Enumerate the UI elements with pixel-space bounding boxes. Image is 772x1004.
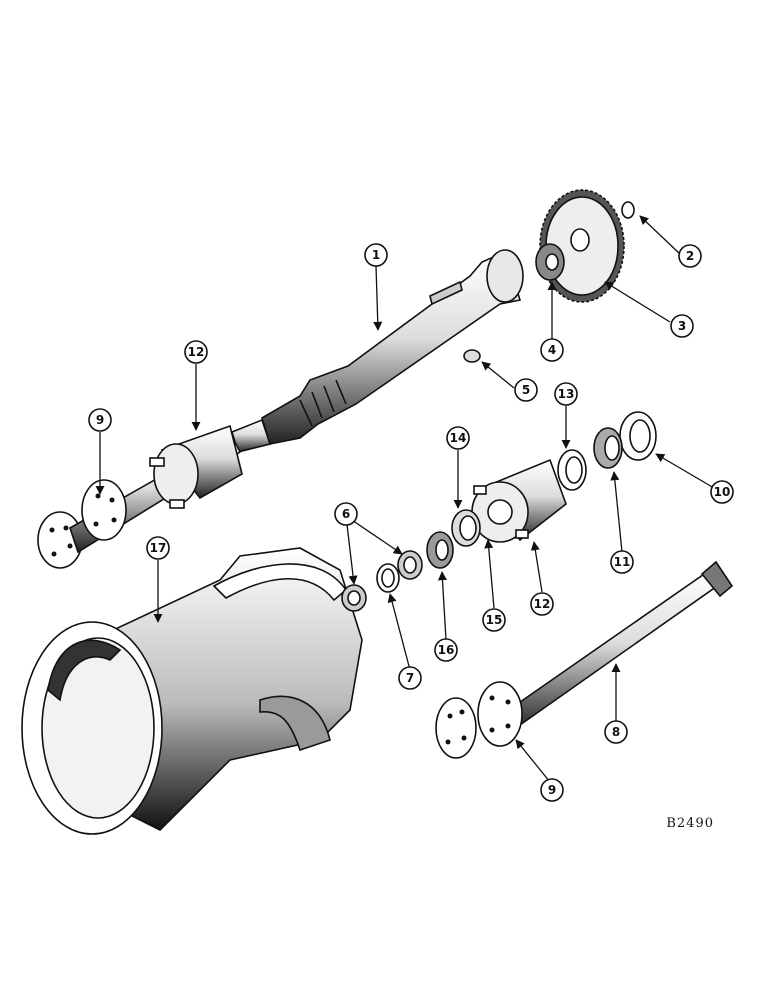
right-hub [471, 458, 567, 543]
axle-shaft [435, 560, 734, 759]
callout-11: 11 [610, 550, 634, 574]
callout-9b: 9 [540, 778, 564, 802]
leader-lines [95, 215, 715, 783]
svg-text:1: 1 [372, 248, 380, 262]
svg-text:4: 4 [548, 343, 556, 357]
svg-text:17: 17 [150, 541, 167, 555]
callout-13: 13 [554, 382, 578, 406]
leader-2 [639, 215, 681, 255]
leader-10 [655, 453, 715, 489]
plug-5 [463, 349, 481, 363]
bearing-cup-14 [451, 509, 481, 547]
leader-5 [481, 361, 515, 389]
svg-text:9: 9 [548, 783, 556, 797]
leader-3 [604, 281, 671, 323]
svg-text:8: 8 [612, 725, 620, 739]
callout-17: 17 [146, 536, 170, 560]
callout-12a: 12 [184, 340, 208, 364]
callout-14: 14 [446, 426, 470, 450]
svg-text:13: 13 [558, 387, 575, 401]
seal-13 [557, 449, 587, 491]
leader-6b [345, 515, 403, 555]
svg-text:7: 7 [406, 671, 414, 685]
callout-12b: 12 [530, 592, 554, 616]
leader-15 [484, 539, 495, 609]
svg-text:9: 9 [96, 413, 104, 427]
leader-11 [610, 471, 623, 553]
svg-text:16: 16 [438, 643, 455, 657]
bearing-4 [535, 243, 565, 281]
svg-text:14: 14 [450, 431, 467, 445]
svg-text:15: 15 [486, 613, 503, 627]
leader-6a [345, 515, 358, 585]
bearing-cup-10 [619, 411, 657, 461]
callout-5: 5 [514, 378, 538, 402]
callout-4: 4 [540, 338, 564, 362]
leader-9b [515, 739, 551, 783]
callout-2: 2 [678, 244, 702, 268]
bearing-cone-11 [593, 427, 623, 469]
reference-code: B2490 [666, 816, 714, 831]
svg-text:5: 5 [522, 383, 530, 397]
leader-16 [437, 571, 448, 641]
left-axle-hub [37, 424, 243, 569]
axle-housing [231, 249, 524, 453]
callout-16: 16 [434, 638, 458, 662]
leader-1 [373, 265, 383, 331]
svg-text:6: 6 [342, 507, 350, 521]
callout-3: 3 [670, 314, 694, 338]
leader-7 [387, 593, 411, 671]
svg-text:3: 3 [678, 319, 686, 333]
callout-6: 6 [334, 502, 358, 526]
callout-8: 8 [604, 720, 628, 744]
nut-6 [341, 550, 423, 612]
washer-7 [376, 563, 400, 593]
callout-15: 15 [482, 608, 506, 632]
callout-10: 10 [710, 480, 734, 504]
svg-text:12: 12 [188, 345, 205, 359]
bearing-cone-16 [426, 531, 454, 569]
callout-1: 1 [364, 243, 388, 267]
svg-text:2: 2 [686, 249, 694, 263]
svg-text:12: 12 [534, 597, 551, 611]
svg-text:10: 10 [714, 485, 731, 499]
callout-7: 7 [398, 666, 422, 690]
snap-ring-2 [621, 201, 635, 219]
wheel-rim [21, 547, 363, 835]
callout-9a: 9 [88, 408, 112, 432]
leader-12b [530, 541, 543, 593]
svg-text:11: 11 [614, 555, 631, 569]
